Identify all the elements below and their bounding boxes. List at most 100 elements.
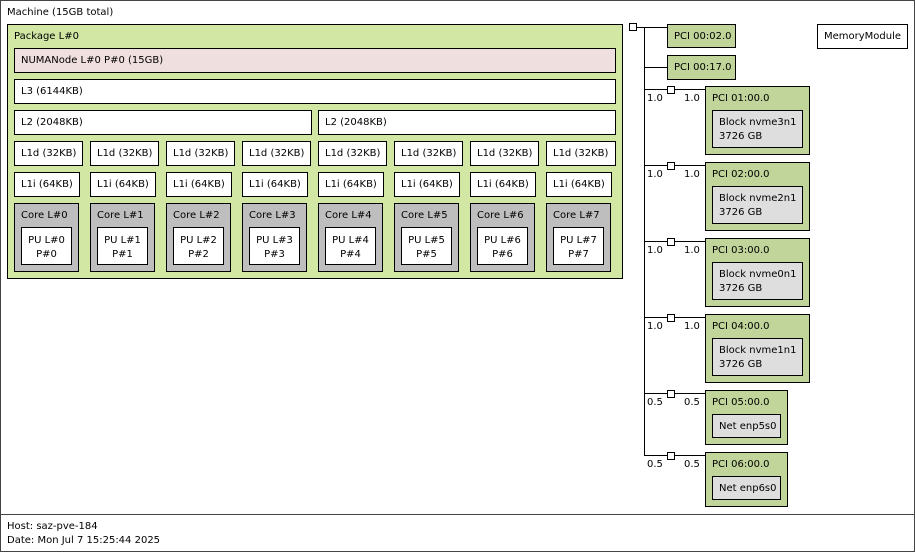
- numa-node-label: NUMANode L#0 P#0 (15GB): [21, 55, 164, 66]
- pci-bridge-port: [667, 390, 675, 398]
- memory-module-box: [817, 24, 908, 49]
- pu-physical-label: P#5: [416, 249, 437, 260]
- l1i-cache-label: L1i (64KB): [477, 179, 529, 190]
- link-bandwidth-label: 1.0: [647, 93, 663, 104]
- l3-cache-label: L3 (6144KB): [21, 86, 83, 97]
- l1i-cache-box: [90, 172, 156, 197]
- pci-link-line: [644, 67, 667, 68]
- pu-index-label: PU L#7: [560, 235, 597, 246]
- pci-bridge-port: [667, 86, 675, 94]
- pu-physical-label: P#2: [188, 249, 209, 260]
- link-bandwidth-label: 0.5: [684, 459, 700, 470]
- l1d-cache-label: L1d (32KB): [21, 148, 77, 159]
- os-device-box: [712, 262, 803, 300]
- os-device-size: 3726 GB: [719, 207, 763, 218]
- l2-cache-box: [318, 110, 616, 135]
- l1d-cache-label: L1d (32KB): [173, 148, 229, 159]
- l1i-cache-box: [166, 172, 232, 197]
- pu-index-label: PU L#1: [104, 235, 141, 246]
- l3-cache-box: [14, 79, 616, 104]
- pci-link-line: [644, 165, 667, 166]
- l1d-cache-box: [394, 141, 463, 166]
- os-device-box: [712, 186, 803, 224]
- l1d-cache-label: L1d (32KB): [249, 148, 305, 159]
- pci-link-line: [644, 89, 667, 90]
- pci-bridge-port: [667, 314, 675, 322]
- package-label: Package L#0: [14, 31, 79, 42]
- os-device-name: Block nvme3n1: [719, 117, 797, 128]
- pci-link-line: [644, 241, 667, 242]
- os-device-name: Net enp5s0: [719, 421, 777, 432]
- pu-index-label: PU L#0: [28, 235, 65, 246]
- pci-device-box: [667, 24, 736, 48]
- pu-physical-label: P#0: [36, 249, 57, 260]
- link-bandwidth-label: 1.0: [684, 93, 700, 104]
- l1i-cache-box: [318, 172, 384, 197]
- l1i-cache-label: L1i (64KB): [97, 179, 149, 190]
- os-device-box: [712, 476, 781, 500]
- os-device-name: Block nvme2n1: [719, 193, 797, 204]
- l1d-cache-label: L1d (32KB): [325, 148, 381, 159]
- l1i-cache-label: L1i (64KB): [553, 179, 605, 190]
- l1d-cache-label: L1d (32KB): [477, 148, 533, 159]
- pci-device-label: PCI 04:00.0: [712, 321, 770, 332]
- pu-physical-label: P#3: [264, 249, 285, 260]
- core-label: Core L#0: [21, 210, 68, 221]
- pu-physical-label: P#6: [492, 249, 513, 260]
- l2-cache-box: [14, 110, 312, 135]
- pci-bridge-port: [667, 452, 675, 460]
- core-label: Core L#5: [401, 210, 448, 221]
- link-bandwidth-label: 0.5: [647, 459, 663, 470]
- pu-index-label: PU L#4: [332, 235, 369, 246]
- l1i-cache-label: L1i (64KB): [249, 179, 301, 190]
- l1i-cache-label: L1i (64KB): [325, 179, 377, 190]
- l1i-cache-box: [470, 172, 536, 197]
- core-label: Core L#7: [553, 210, 600, 221]
- l1d-cache-box: [318, 141, 387, 166]
- pu-physical-label: P#4: [340, 249, 361, 260]
- pci-device-box: [667, 55, 736, 80]
- l1i-cache-box: [242, 172, 308, 197]
- pci-device-label: PCI 02:00.0: [712, 169, 770, 180]
- l2-cache-label: L2 (2048KB): [325, 117, 387, 128]
- link-bandwidth-label: 1.0: [684, 245, 700, 256]
- os-device-size: 3726 GB: [719, 283, 763, 294]
- link-bandwidth-label: 1.0: [647, 321, 663, 332]
- l1i-cache-box: [394, 172, 460, 197]
- pci-device-label: PCI 00:02.0: [674, 31, 732, 42]
- pci-device-label: PCI 05:00.0: [712, 397, 770, 408]
- pu-index-label: PU L#3: [256, 235, 293, 246]
- l1i-cache-label: L1i (64KB): [401, 179, 453, 190]
- pci-link-line: [644, 455, 667, 456]
- pci-link-line: [674, 393, 705, 394]
- pci-device-label: PCI 00:17.0: [674, 62, 732, 73]
- os-device-name: Block nvme1n1: [719, 345, 797, 356]
- l1i-cache-label: L1i (64KB): [173, 179, 225, 190]
- l1i-cache-label: L1i (64KB): [21, 179, 73, 190]
- core-label: Core L#4: [325, 210, 372, 221]
- link-bandwidth-label: 0.5: [647, 397, 663, 408]
- os-device-size: 3726 GB: [719, 359, 763, 370]
- l2-cache-label: L2 (2048KB): [21, 117, 83, 128]
- os-device-box: [712, 414, 781, 438]
- link-bandwidth-label: 1.0: [684, 169, 700, 180]
- link-bandwidth-label: 1.0: [684, 321, 700, 332]
- l1d-cache-box: [470, 141, 539, 166]
- os-device-name: Net enp6s0: [719, 483, 777, 494]
- core-label: Core L#3: [249, 210, 296, 221]
- pu-index-label: PU L#5: [408, 235, 445, 246]
- date-label: Date: Mon Jul 7 15:25:44 2025: [7, 535, 161, 546]
- pci-link-line: [674, 317, 705, 318]
- l1d-cache-label: L1d (32KB): [401, 148, 457, 159]
